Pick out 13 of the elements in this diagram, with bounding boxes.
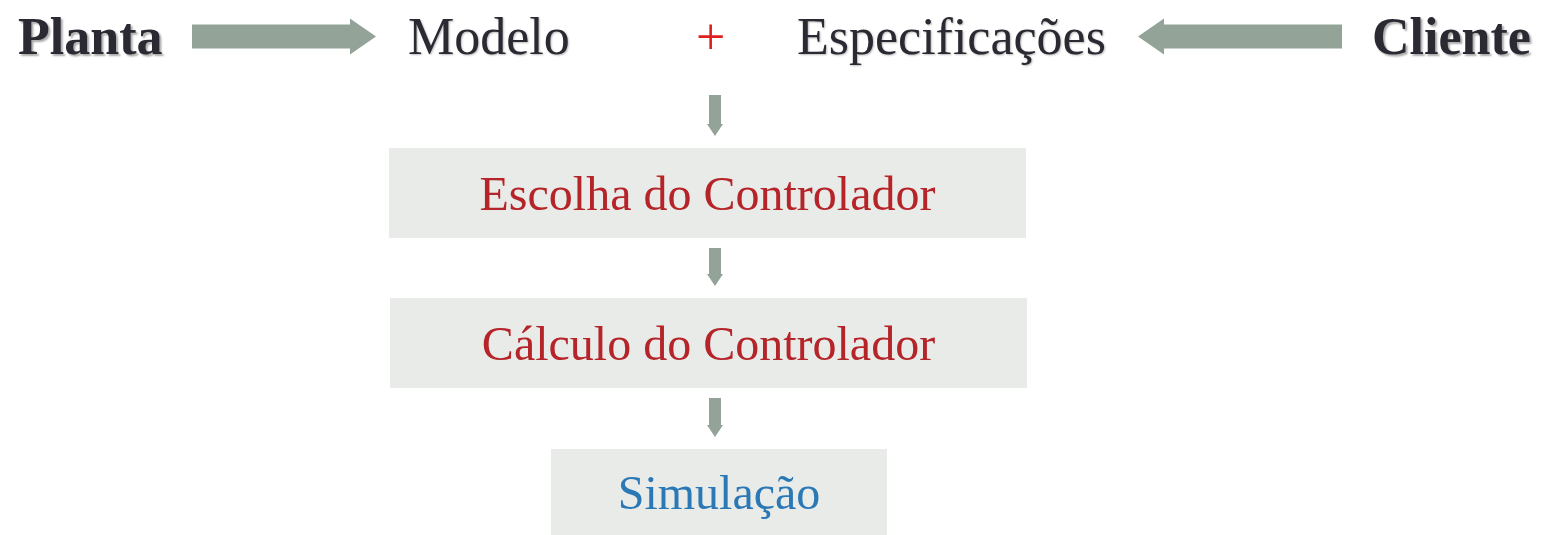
- process-box: Cálculo do Controlador: [390, 298, 1027, 388]
- block-arrow: [707, 95, 723, 136]
- block-arrow: [192, 18, 376, 55]
- plus-sign: +: [696, 8, 726, 66]
- process-box: Simulação: [551, 449, 887, 535]
- node-label: Especificações: [797, 8, 1106, 66]
- node-label: Modelo: [408, 8, 570, 66]
- block-arrow: [1138, 18, 1342, 55]
- process-box: Escolha do Controlador: [389, 148, 1026, 238]
- block-arrow: [707, 398, 723, 437]
- node-label: Planta: [18, 8, 163, 66]
- node-label: Cliente: [1372, 8, 1531, 66]
- block-arrow: [707, 248, 723, 286]
